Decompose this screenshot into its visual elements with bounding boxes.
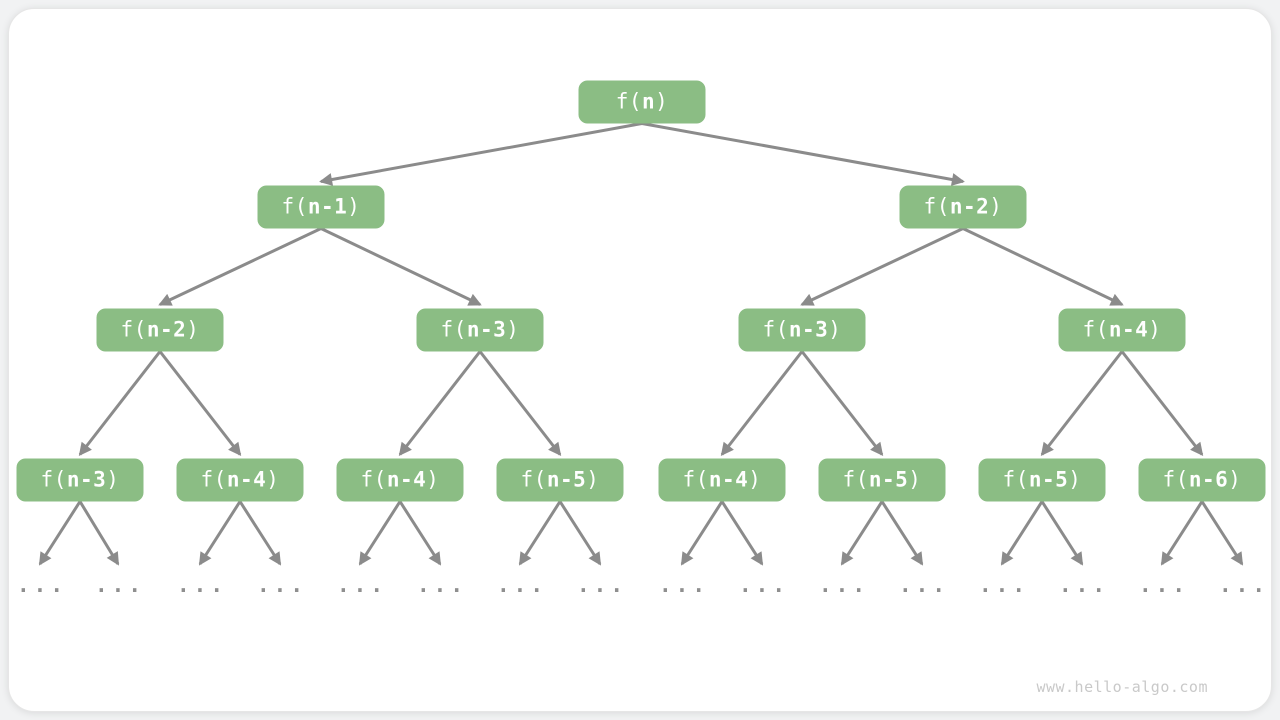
node-label-suffix: ) (506, 317, 520, 342)
node-label-prefix: f( (40, 467, 67, 492)
ellipsis-leaf: ... (497, 573, 547, 597)
tree-node: f(n-6) (1138, 458, 1266, 502)
node-label-suffix: ) (1148, 317, 1162, 342)
tree-node: f(n-4) (336, 458, 464, 502)
tree-node: f(n-4) (658, 458, 786, 502)
tree-node: f(n) (578, 80, 706, 124)
node-label-argument: n-3 (788, 317, 829, 342)
node-label-prefix: f( (120, 317, 147, 342)
node-label-prefix: f( (281, 194, 308, 219)
node-label-argument: n-3 (66, 467, 107, 492)
tree-node: f(n-3) (738, 308, 866, 352)
node-label-prefix: f( (1002, 467, 1029, 492)
node-label-prefix: f( (440, 317, 467, 342)
watermark: www.hello-algo.com (1036, 678, 1208, 696)
ellipsis-leaf: ... (417, 573, 467, 597)
tree-node: f(n-5) (818, 458, 946, 502)
tree-node: f(n-1) (257, 185, 385, 229)
node-label-prefix: f( (360, 467, 387, 492)
node-label-prefix: f( (1082, 317, 1109, 342)
node-label-prefix: f( (520, 467, 547, 492)
node-label-suffix: ) (828, 317, 842, 342)
tree-node: f(n-4) (176, 458, 304, 502)
node-label-suffix: ) (655, 89, 669, 114)
tree-node: f(n-3) (16, 458, 144, 502)
node-label-argument: n-2 (146, 317, 187, 342)
tree-node: f(n-4) (1058, 308, 1186, 352)
ellipsis-leaf: ... (739, 573, 789, 597)
ellipsis-leaf: ... (337, 573, 387, 597)
ellipsis-leaf: ... (819, 573, 869, 597)
ellipsis-leaf: ... (1139, 573, 1189, 597)
node-label-suffix: ) (748, 467, 762, 492)
node-label-suffix: ) (1068, 467, 1082, 492)
node-label-suffix: ) (586, 467, 600, 492)
node-label-prefix: f( (762, 317, 789, 342)
node-label-argument: n-2 (949, 194, 990, 219)
node-label-suffix: ) (266, 467, 280, 492)
node-label-suffix: ) (347, 194, 361, 219)
node-label-suffix: ) (1228, 467, 1242, 492)
tree-node: f(n-5) (978, 458, 1106, 502)
ellipsis-leaf: ... (95, 573, 145, 597)
ellipsis-leaf: ... (17, 573, 67, 597)
ellipsis-leaf: ... (577, 573, 627, 597)
node-label-argument: n-1 (307, 194, 348, 219)
tree-node: f(n-3) (416, 308, 544, 352)
node-label-suffix: ) (106, 467, 120, 492)
tree-node: f(n-5) (496, 458, 624, 502)
node-label-prefix: f( (200, 467, 227, 492)
node-label-argument: n-6 (1188, 467, 1229, 492)
ellipsis-leaf: ... (659, 573, 709, 597)
node-label-argument: n-5 (1028, 467, 1069, 492)
ellipsis-leaf: ... (177, 573, 227, 597)
ellipsis-leaf: ... (1219, 573, 1269, 597)
node-label-argument: n-4 (1108, 317, 1149, 342)
ellipsis-leaf: ... (979, 573, 1029, 597)
node-label-prefix: f( (615, 89, 642, 114)
node-label-suffix: ) (426, 467, 440, 492)
node-label-prefix: f( (682, 467, 709, 492)
node-label-argument: n-5 (868, 467, 909, 492)
node-label-prefix: f( (842, 467, 869, 492)
node-label-argument: n-4 (386, 467, 427, 492)
ellipsis-leaf: ... (899, 573, 949, 597)
node-label-argument: n (641, 89, 656, 114)
node-label-argument: n-4 (708, 467, 749, 492)
node-label-prefix: f( (1162, 467, 1189, 492)
node-label-prefix: f( (923, 194, 950, 219)
ellipsis-leaf: ... (1059, 573, 1109, 597)
tree-node: f(n-2) (96, 308, 224, 352)
node-label-suffix: ) (989, 194, 1003, 219)
node-label-argument: n-5 (546, 467, 587, 492)
node-label-suffix: ) (908, 467, 922, 492)
node-label-argument: n-4 (226, 467, 267, 492)
node-label-suffix: ) (186, 317, 200, 342)
ellipsis-leaf: ... (257, 573, 307, 597)
node-label-argument: n-3 (466, 317, 507, 342)
tree-node: f(n-2) (899, 185, 1027, 229)
